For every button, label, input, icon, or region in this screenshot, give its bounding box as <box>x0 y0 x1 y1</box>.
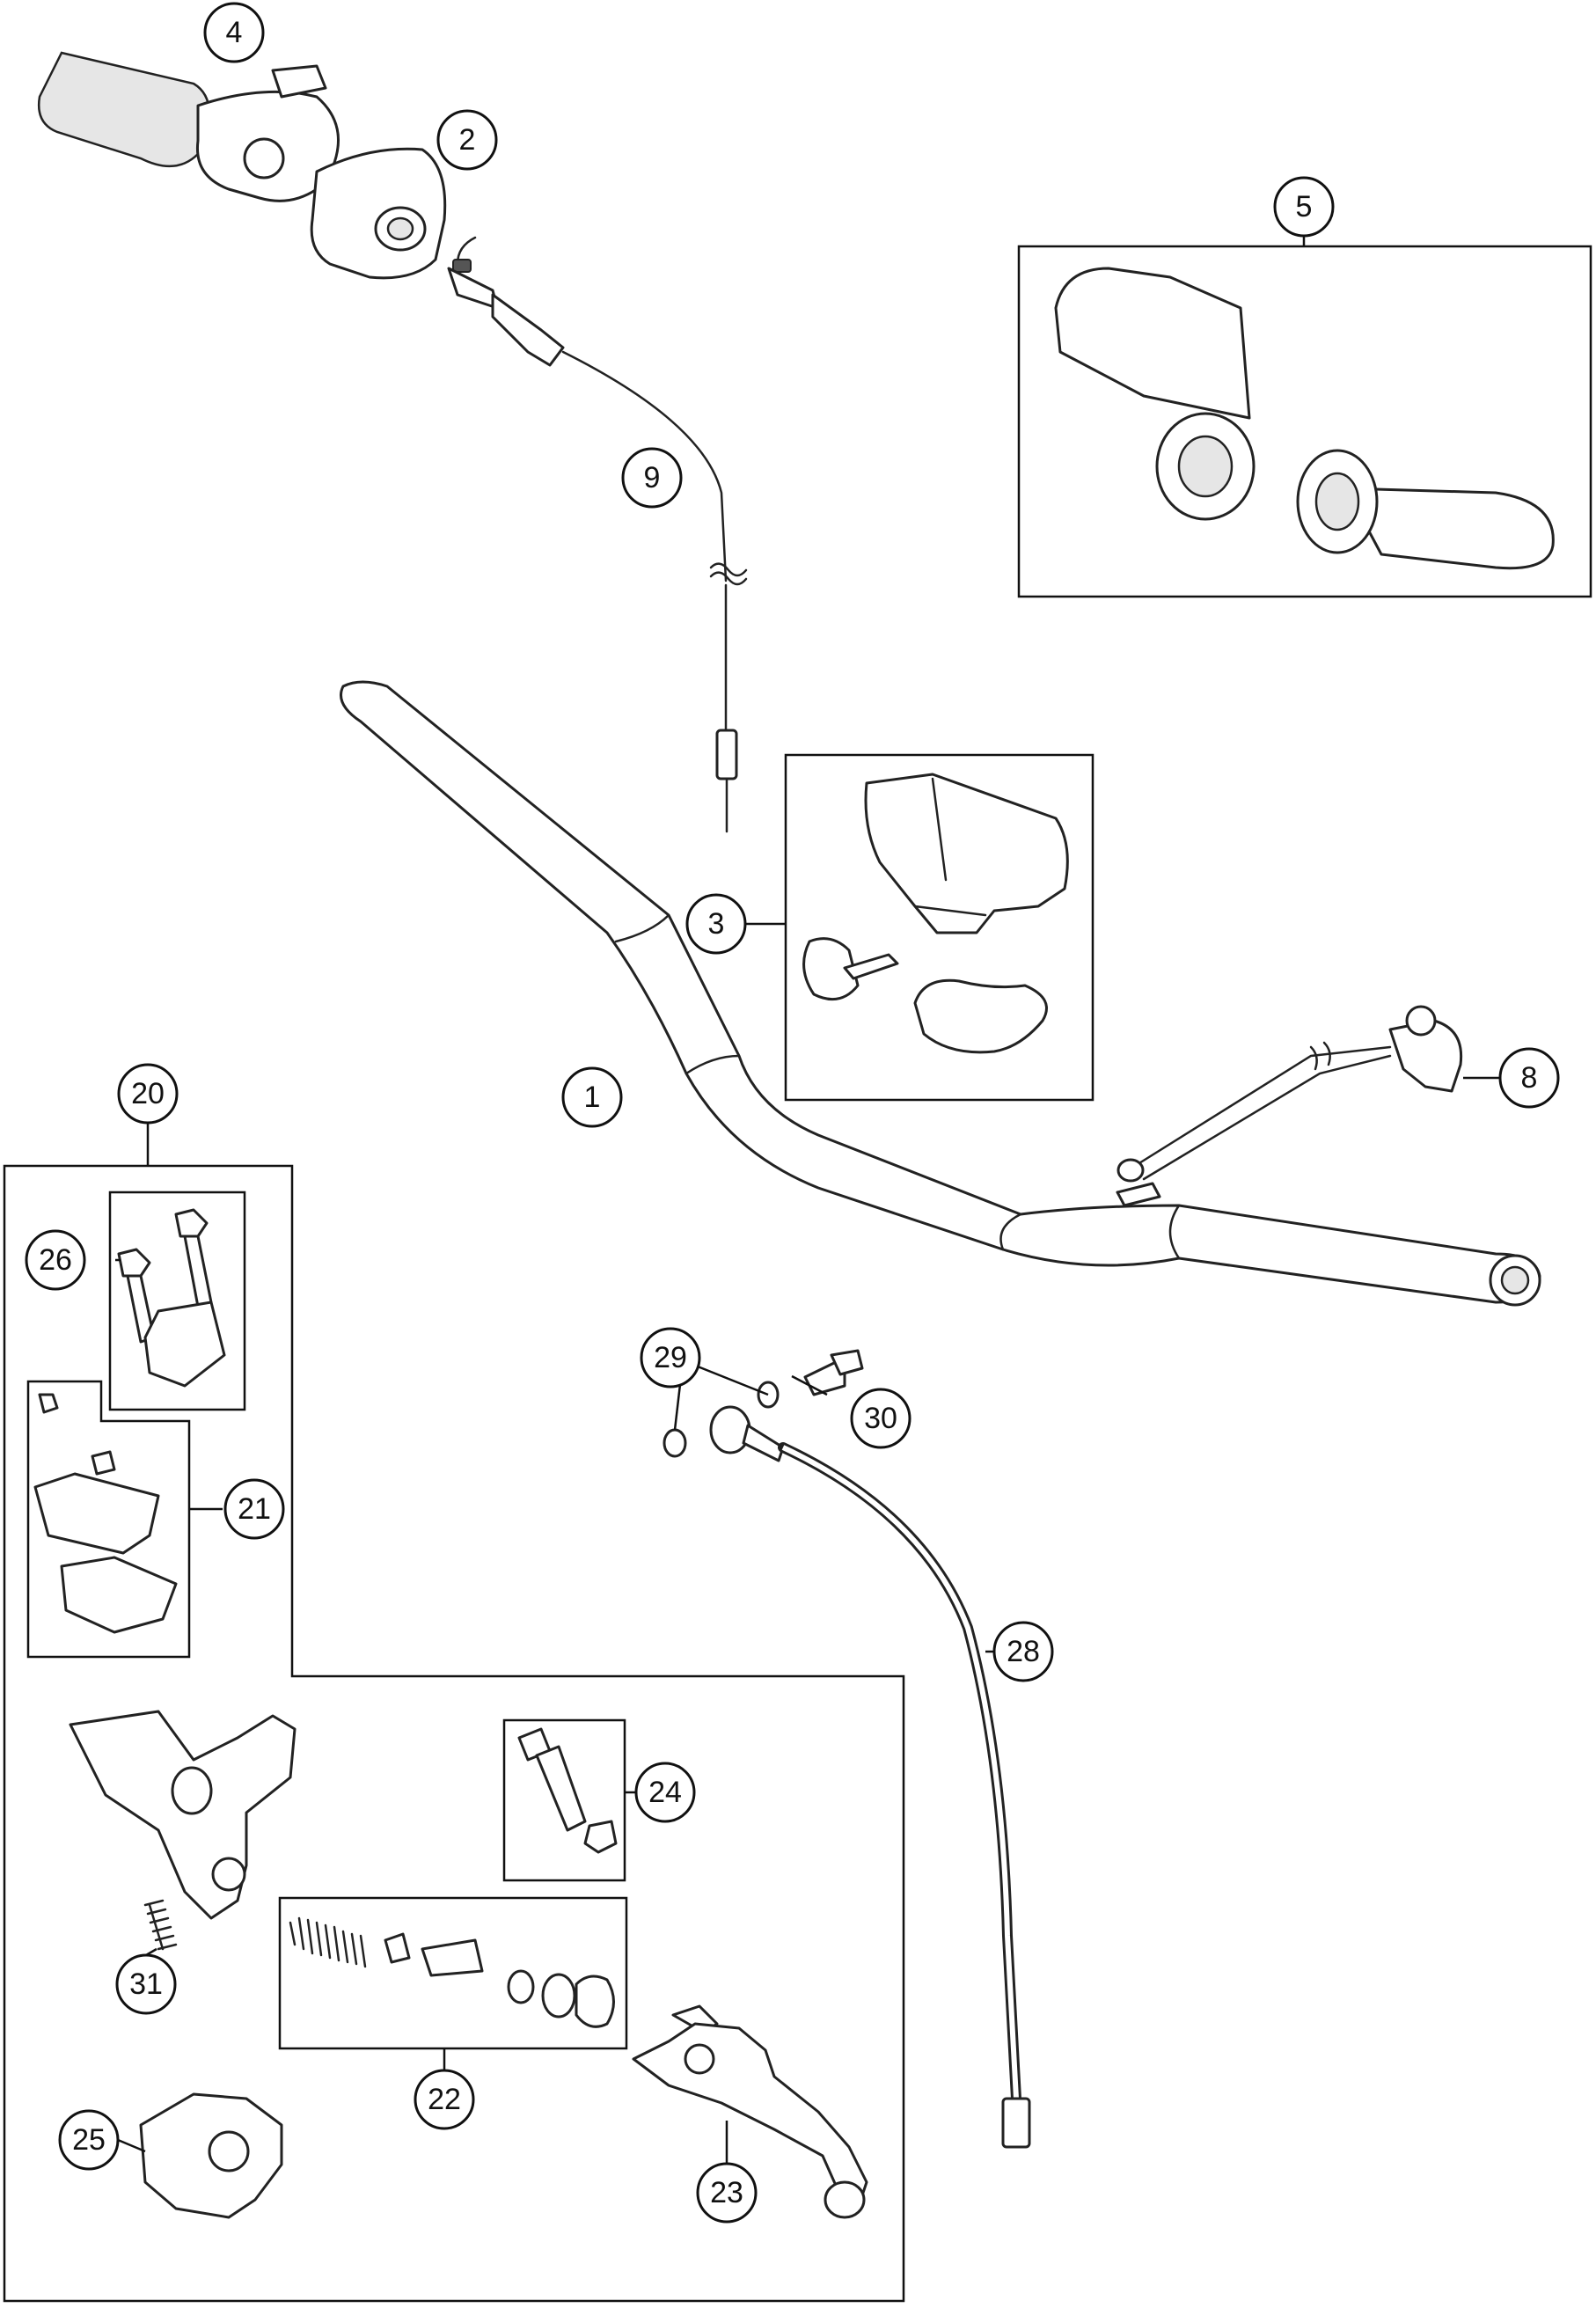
throttle-housing-cover <box>310 147 447 280</box>
svg-text:5: 5 <box>1296 190 1313 223</box>
callout-1: 1 <box>561 1066 623 1128</box>
callout-31: 31 <box>115 1953 177 2015</box>
callout-28: 28 <box>992 1621 1054 1682</box>
switch-assembly <box>1116 1005 1463 1207</box>
svg-text:21: 21 <box>238 1492 271 1526</box>
svg-text:9: 9 <box>644 461 661 495</box>
throttle-cable <box>447 236 748 833</box>
svg-text:29: 29 <box>654 1341 687 1374</box>
callout-9: 9 <box>621 447 683 509</box>
lever-spring <box>143 1899 178 1951</box>
reservoir-cap-kit <box>26 1380 191 1659</box>
clamp-kit <box>108 1191 246 1411</box>
svg-text:4: 4 <box>226 16 243 49</box>
callout-25: 25 <box>58 2109 120 2171</box>
callout-22: 22 <box>414 2069 475 2130</box>
callout-23: 23 <box>696 2162 758 2224</box>
master-cylinder-body <box>69 1710 297 1920</box>
callout-24: 24 <box>634 1762 696 1823</box>
svg-text:30: 30 <box>864 1402 897 1435</box>
svg-text:8: 8 <box>1521 1061 1538 1095</box>
svg-text:2: 2 <box>459 123 476 157</box>
svg-text:25: 25 <box>72 2123 106 2157</box>
callout-2: 2 <box>436 109 498 171</box>
svg-text:26: 26 <box>39 1243 72 1277</box>
svg-text:31: 31 <box>129 1967 163 2001</box>
svg-text:23: 23 <box>710 2176 743 2209</box>
piston-kit <box>278 1896 628 2050</box>
svg-text:24: 24 <box>648 1776 682 1809</box>
svg-text:3: 3 <box>708 907 725 941</box>
svg-text:28: 28 <box>1007 1635 1040 1668</box>
lever-guard <box>139 2092 283 2219</box>
bar-pad-kit <box>784 753 1095 1102</box>
callout-30: 30 <box>850 1388 911 1449</box>
callout-26: 26 <box>25 1229 86 1291</box>
grips-set <box>1017 245 1592 598</box>
callout-20: 20 <box>117 1063 179 1125</box>
callout-8: 8 <box>1498 1047 1560 1109</box>
master-cylinder-group <box>3 1164 905 2303</box>
throttle-grip-assembly <box>37 51 340 202</box>
callout-5: 5 <box>1273 176 1335 238</box>
callout-4: 4 <box>203 2 265 63</box>
callout-29: 29 <box>640 1327 701 1388</box>
svg-text:22: 22 <box>428 2083 461 2116</box>
callout-3: 3 <box>685 893 747 955</box>
pivot-bolt-kit <box>502 1718 626 1882</box>
svg-text:1: 1 <box>584 1081 601 1114</box>
callout-21: 21 <box>223 1478 285 1540</box>
handlebar <box>340 680 1541 1307</box>
brake-lever <box>632 2004 868 2219</box>
brake-hose <box>709 1405 1031 2149</box>
svg-text:20: 20 <box>131 1077 165 1110</box>
